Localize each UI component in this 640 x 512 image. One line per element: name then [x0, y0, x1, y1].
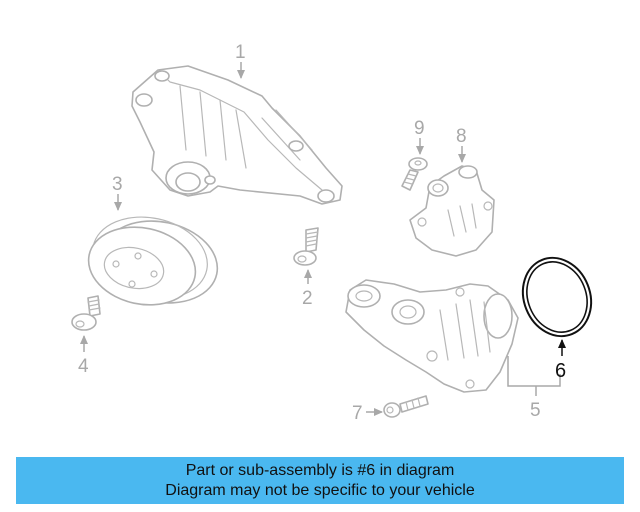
leader-7-arrow [374, 408, 383, 416]
leader-4-arrow [80, 335, 88, 344]
callout-7[interactable]: 7 [352, 403, 363, 424]
leader-5-bracket [507, 356, 561, 387]
part-9-bolt[interactable] [401, 157, 428, 191]
part-2-bolt[interactable] [293, 227, 319, 266]
callout-5[interactable]: 5 [530, 400, 541, 421]
leader-3-arrow [114, 202, 122, 211]
part-8-thermostat-housing[interactable] [409, 165, 495, 257]
part-6-gasket[interactable] [511, 248, 602, 347]
callout-2[interactable]: 2 [302, 288, 313, 309]
leader-9-arrow [416, 146, 424, 155]
callout-6[interactable]: 6 [555, 360, 566, 382]
leader-8-arrow [458, 154, 466, 163]
part-3-pulley[interactable] [81, 207, 225, 315]
callout-4[interactable]: 4 [78, 356, 89, 377]
part-1-water-pump-housing[interactable] [131, 65, 343, 205]
callout-1[interactable]: 1 [235, 42, 246, 63]
banner-line-1: Part or sub-assembly is #6 in diagram [185, 462, 455, 479]
banner-line-2: Diagram may not be specific to your vehi… [165, 482, 475, 499]
info-banner: Part or sub-assembly is #6 in diagram Di… [16, 457, 624, 504]
part-4-bolt[interactable] [71, 295, 101, 331]
callout-9[interactable]: 9 [414, 118, 425, 139]
part-7-bolt[interactable] [383, 395, 429, 418]
leader-2-arrow [304, 269, 312, 278]
part-5-thermostat-assembly[interactable] [345, 279, 519, 393]
leader-1-arrow [237, 70, 245, 79]
callout-8[interactable]: 8 [456, 126, 467, 147]
leader-6-arrow [558, 339, 566, 348]
callout-3[interactable]: 3 [112, 174, 123, 195]
